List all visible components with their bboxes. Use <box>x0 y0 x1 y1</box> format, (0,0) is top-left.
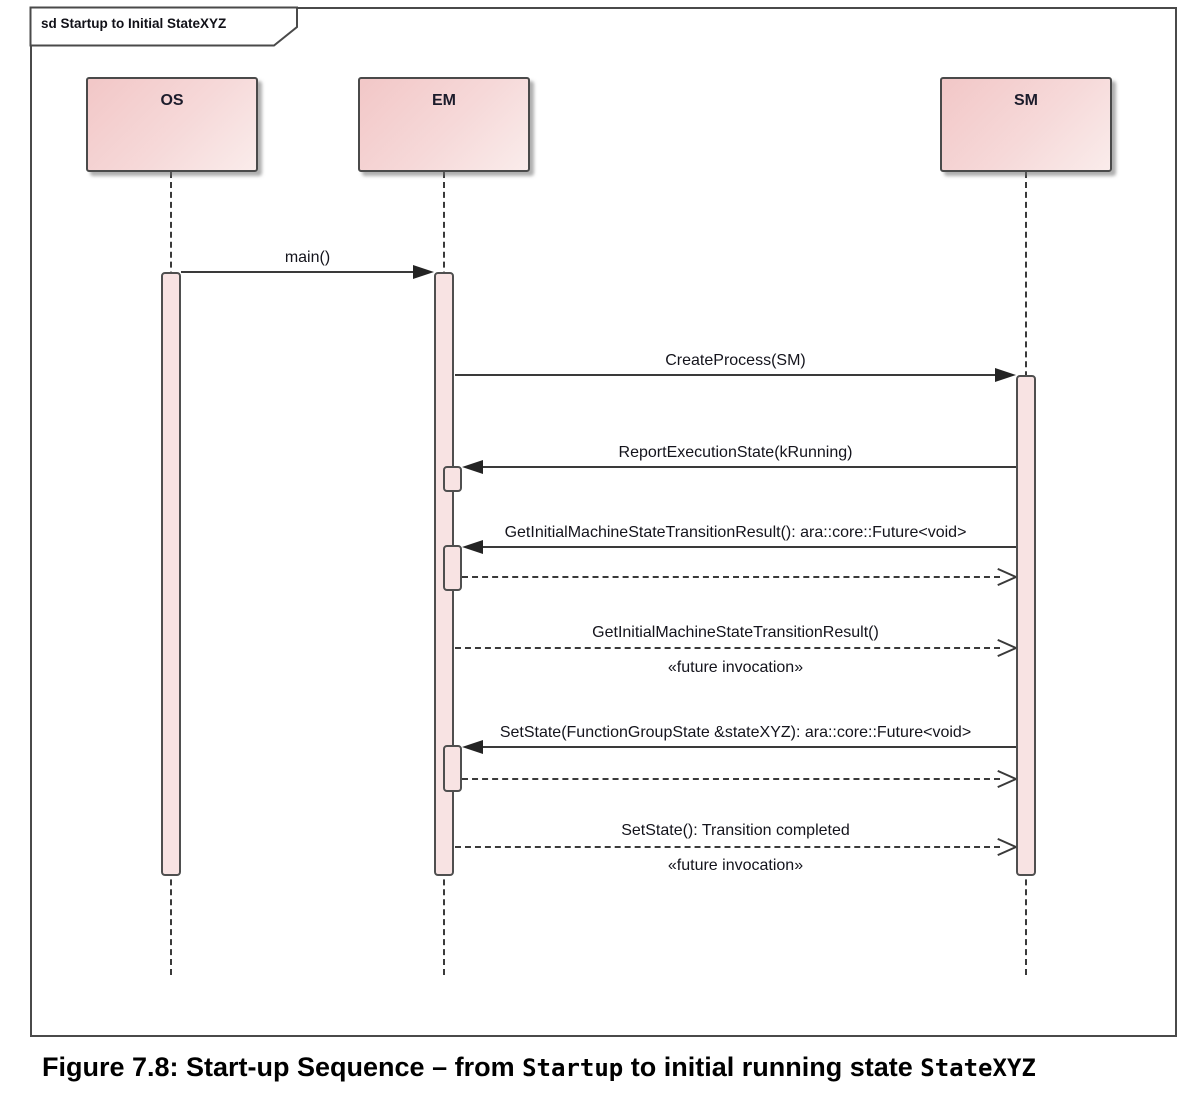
activation-em-nested-1 <box>443 466 462 492</box>
message-line-return-1 <box>462 576 1000 578</box>
figure-caption: Figure 7.8: Start-up Sequence – from Sta… <box>42 1052 1182 1083</box>
activation-em-nested-2 <box>443 545 462 591</box>
message-stereotype-future-invocation-1: «future invocation» <box>667 659 804 676</box>
participant-box-sm: SM <box>940 77 1112 172</box>
caption-code-startup: Startup <box>522 1054 624 1082</box>
activation-em-nested-3 <box>443 745 462 792</box>
frame-label-pentagon <box>29 6 298 47</box>
message-label-main: main() <box>284 249 331 266</box>
message-label-getinitial-future: GetInitialMachineStateTransitionResult() <box>592 624 879 641</box>
message-line-setstate-completed <box>455 846 1000 848</box>
message-line-createprocess <box>455 374 1010 376</box>
participant-label-sm: SM <box>1014 92 1038 109</box>
message-line-getinitial-future <box>455 647 1000 649</box>
message-line-reportexecutionstate <box>470 466 1016 468</box>
participant-box-em: EM <box>358 77 530 172</box>
message-label-getinitial-result: GetInitialMachineStateTransitionResult()… <box>504 524 967 541</box>
caption-text: Figure 7.8: Start-up Sequence – from <box>42 1052 523 1082</box>
participant-box-os: OS <box>86 77 258 172</box>
participant-label-em: EM <box>432 92 456 109</box>
arrowhead-solid-icon <box>462 460 483 474</box>
message-label-reportexecutionstate: ReportExecutionState(kRunning) <box>618 444 853 461</box>
message-label-setstate: SetState(FunctionGroupState &stateXYZ): … <box>499 724 972 741</box>
arrowhead-solid-icon <box>462 740 483 754</box>
arrowhead-solid-icon <box>413 265 434 279</box>
caption-text: to initial running state <box>623 1052 921 1082</box>
frame-title: sd Startup to Initial StateXYZ <box>41 16 227 31</box>
message-label-createprocess: CreateProcess(SM) <box>665 352 806 369</box>
arrowhead-open-icon <box>996 837 1017 857</box>
activation-os <box>161 272 181 876</box>
message-stereotype-future-invocation-2: «future invocation» <box>667 857 804 874</box>
activation-sm <box>1016 375 1036 876</box>
arrowhead-open-icon <box>996 567 1017 587</box>
message-line-main <box>181 271 428 273</box>
arrowhead-open-icon <box>996 769 1017 789</box>
message-line-setstate <box>470 746 1016 748</box>
arrowhead-solid-icon <box>995 368 1016 382</box>
message-label-setstate-completed: SetState(): Transition completed <box>621 822 850 839</box>
arrowhead-solid-icon <box>462 540 483 554</box>
message-line-return-2 <box>462 778 1000 780</box>
caption-code-statexyz: StateXYZ <box>920 1054 1036 1082</box>
participant-label-os: OS <box>160 92 184 109</box>
message-line-getinitial-result <box>470 546 1016 548</box>
diagram-frame <box>30 7 1177 1037</box>
